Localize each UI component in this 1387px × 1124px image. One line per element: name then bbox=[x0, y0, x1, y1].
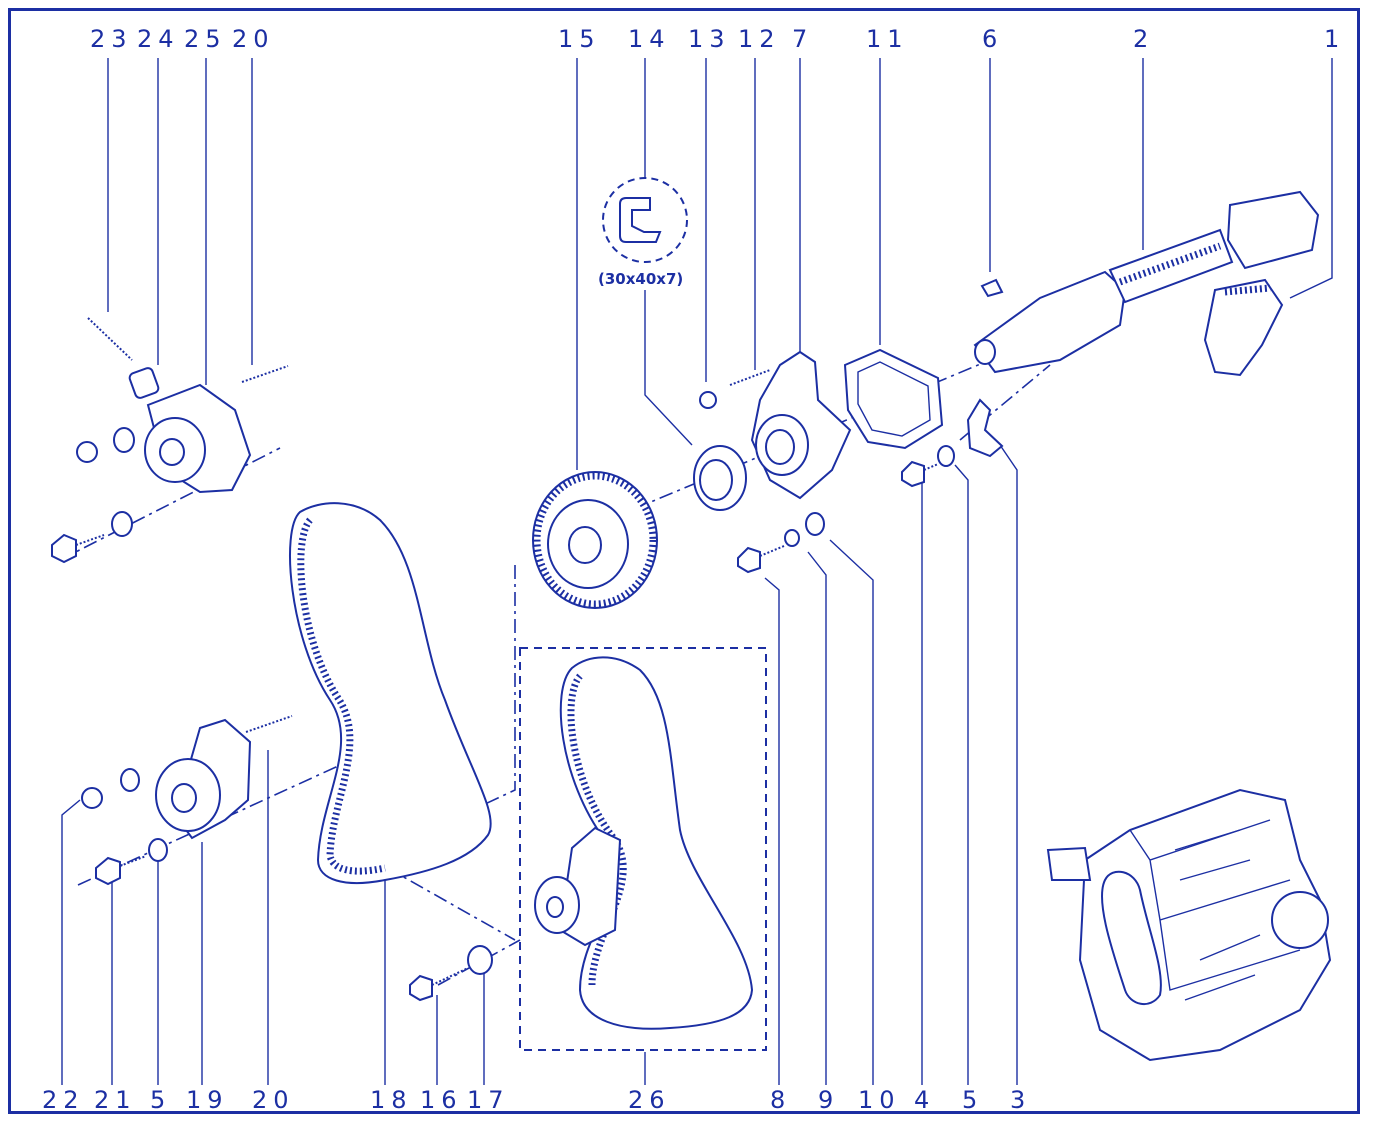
callout-25: 25 bbox=[184, 25, 227, 53]
upper-tensioner-assembly bbox=[51, 317, 289, 564]
nut bbox=[81, 787, 103, 809]
tensioner-spring-icon bbox=[87, 317, 133, 361]
bearing-housing-7 bbox=[699, 350, 852, 500]
callouts-top: 23 24 25 20 15 14 13 12 7 11 6 2 1 bbox=[90, 25, 1345, 53]
washer bbox=[113, 427, 135, 453]
bolt-head bbox=[51, 533, 77, 564]
callout-24: 24 bbox=[137, 25, 180, 53]
drive-gear-1 bbox=[1203, 278, 1284, 377]
callout-19: 19 bbox=[186, 1086, 229, 1114]
callout-26: 26 bbox=[628, 1086, 671, 1114]
callout-6: 6 bbox=[982, 25, 1003, 53]
timing-belt-18 bbox=[289, 502, 492, 884]
gasket-11 bbox=[843, 348, 944, 450]
callout-9: 9 bbox=[818, 1086, 839, 1114]
woodruff-key-6 bbox=[980, 278, 1004, 298]
callout-18: 18 bbox=[370, 1086, 413, 1114]
callout-13: 13 bbox=[688, 25, 731, 53]
callout-17: 17 bbox=[467, 1086, 510, 1114]
kit-26-tensioner bbox=[534, 826, 622, 947]
bolt-16-washer-17 bbox=[409, 945, 493, 1002]
callout-16: 16 bbox=[420, 1086, 463, 1114]
diagram-frame bbox=[8, 8, 1360, 1114]
oil-seal-detail: (30x40x7) bbox=[598, 177, 688, 288]
callout-2: 2 bbox=[1133, 25, 1154, 53]
callout-21: 21 bbox=[94, 1086, 137, 1114]
callout-11: 11 bbox=[866, 25, 909, 53]
callout-12: 12 bbox=[738, 25, 781, 53]
seal-dimension-label: (30x40x7) bbox=[598, 270, 683, 288]
callout-5: 5 bbox=[150, 1086, 171, 1114]
oil-seal-14 bbox=[693, 445, 747, 511]
stud bbox=[245, 715, 293, 733]
callouts-bottom: 22 21 5 19 20 18 16 17 26 8 9 10 4 5 3 bbox=[42, 1086, 1031, 1114]
washer bbox=[148, 838, 168, 862]
camshaft-pulley-15 bbox=[532, 471, 658, 609]
engine-overview-thumbnail bbox=[1046, 788, 1332, 1062]
callout-7: 7 bbox=[792, 25, 813, 53]
callout-1: 1 bbox=[1324, 25, 1345, 53]
callout-15: 15 bbox=[558, 25, 601, 53]
callout-4: 4 bbox=[914, 1086, 935, 1114]
bolt-head bbox=[95, 856, 121, 886]
stud bbox=[241, 365, 289, 383]
callout-20: 20 bbox=[252, 1086, 295, 1114]
callout-22: 22 bbox=[42, 1086, 85, 1114]
callout-20: 20 bbox=[232, 25, 275, 53]
callout-14: 14 bbox=[628, 25, 671, 53]
stud-12 bbox=[729, 369, 771, 386]
nut-13 bbox=[699, 391, 717, 409]
callout-10: 10 bbox=[858, 1086, 901, 1114]
washer bbox=[111, 511, 133, 537]
bolt-8-washers bbox=[737, 512, 825, 574]
callout-23: 23 bbox=[90, 25, 133, 53]
spring-sleeve bbox=[128, 367, 160, 399]
nut bbox=[76, 441, 98, 463]
kit-26-boundary bbox=[519, 647, 767, 1051]
callout-3: 3 bbox=[1010, 1086, 1031, 1114]
bolt-4-fork-3 bbox=[901, 398, 1004, 488]
washer bbox=[120, 768, 140, 792]
callout-8: 8 bbox=[770, 1086, 791, 1114]
leader-lines bbox=[61, 58, 1333, 1085]
callout-5: 5 bbox=[962, 1086, 983, 1114]
intermediate-shaft-2 bbox=[973, 190, 1320, 374]
lower-tensioner-assembly bbox=[81, 715, 293, 886]
